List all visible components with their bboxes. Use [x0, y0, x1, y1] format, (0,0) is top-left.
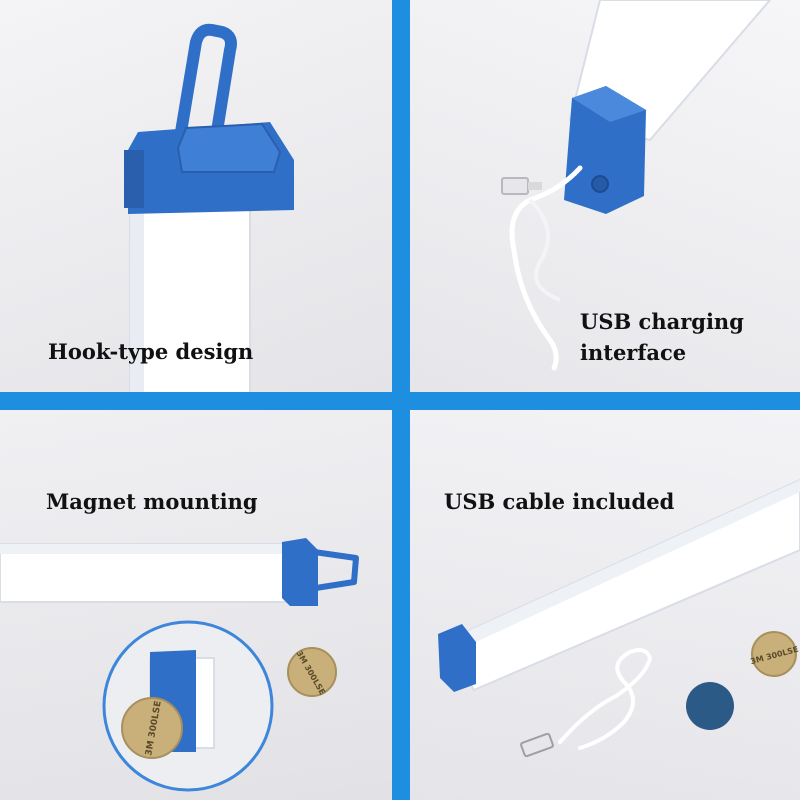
tube-top-shading	[444, 480, 800, 654]
usb-charging-illustration	[501, 0, 772, 371]
panel-usb-charging: USB charging interface	[410, 0, 800, 392]
hanging-hook	[313, 549, 359, 591]
magnet-disc-icon	[686, 682, 734, 730]
caption-usb-cable-included: USB cable included	[444, 489, 675, 514]
panel-magnet-mounting: 3M 300LSE 3M 300LSE Magnet mounting	[0, 410, 392, 800]
spare-sticker-icon	[287, 647, 337, 697]
usb-plug-icon	[501, 177, 529, 195]
blue-end-cap	[282, 538, 318, 606]
caption-hook-type-design: Hook-type design	[48, 339, 254, 364]
blue-end-cap	[564, 86, 646, 214]
power-button-icon	[591, 175, 609, 193]
adhesive-sticker-icon	[751, 631, 797, 677]
usb-plug-neck	[528, 182, 542, 190]
panel-usb-cable-included: 3M 300LSE USB cable included	[410, 410, 800, 800]
caption-usb-charging-interface: USB charging interface	[580, 306, 744, 368]
cap-side	[124, 150, 144, 208]
magnet-illustration: 3M 300LSE 3M 300LSE	[0, 538, 359, 792]
hook-illustration	[124, 23, 294, 392]
cable-loop	[528, 198, 561, 302]
tube-top-shading	[0, 544, 300, 554]
usb-cable	[509, 165, 583, 371]
caption-magnet-mounting: Magnet mounting	[46, 489, 258, 514]
blue-end-cap	[438, 624, 476, 692]
caption-line-1: USB charging	[580, 309, 744, 334]
cap-top-face	[572, 86, 646, 122]
panel-hook-design: Hook-type design	[0, 0, 392, 392]
coiled-usb-cable	[558, 648, 653, 750]
tube-edge-shading	[130, 170, 144, 392]
usb-plug-icon	[520, 732, 554, 758]
magnet-sticker-icon	[121, 697, 183, 759]
caption-line-2: interface	[580, 340, 687, 365]
hanging-hook	[172, 23, 237, 156]
cable-included-illustration: 3M 300LSE	[438, 478, 800, 758]
cap-top-face	[176, 122, 282, 173]
